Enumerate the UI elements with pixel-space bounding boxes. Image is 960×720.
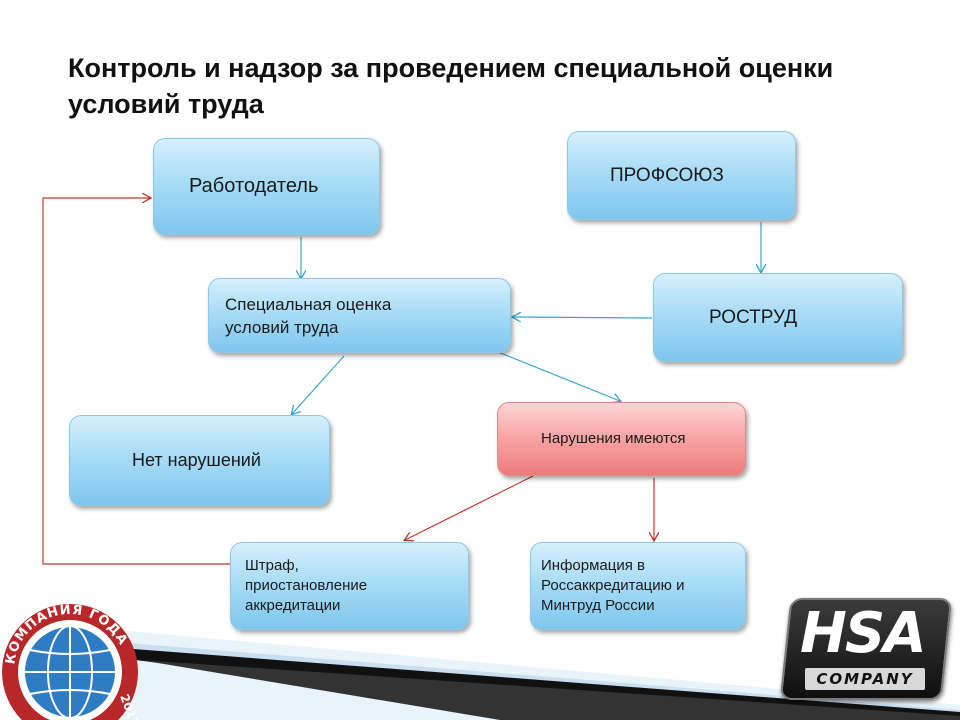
- arrow-rostrud-to-assessment: [513, 317, 653, 318]
- node-assessment-label: Специальная оценка условий труда: [225, 294, 392, 337]
- node-rostrud-label: РОСТРУД: [709, 306, 798, 328]
- node-violations-label: Нарушения имеются: [541, 430, 686, 447]
- node-union-label: ПРОФСОЮЗ: [610, 164, 724, 186]
- node-fine: Штраф, приостановление аккредитации: [230, 542, 469, 630]
- node-info: Информация в Россаккредитацию и Минтруд …: [530, 542, 746, 630]
- arrow-assessment-to-no-violations: [292, 355, 345, 414]
- node-assessment: Специальная оценка условий труда: [208, 278, 511, 353]
- arrow-assessment-to-violations: [497, 351, 620, 401]
- node-employer-label: Работодатель: [189, 175, 319, 197]
- node-employer: Работодатель: [153, 138, 380, 235]
- hsa-logo-text: HSA: [800, 601, 927, 666]
- company-of-year-seal-logo: КОМПАНИЯ ГОДА 2012: [2, 603, 140, 720]
- feedback-arrow-fine-to-employer: [42, 198, 230, 565]
- slide-title: Контроль и надзор за проведением специал…: [68, 53, 834, 119]
- node-rostrud: РОСТРУД: [653, 273, 903, 362]
- node-fine-label: Штраф, приостановление аккредитации: [245, 557, 368, 614]
- hsa-logo-subtext: COMPANY: [805, 668, 925, 690]
- node-no-violations-label: Нет нарушений: [132, 450, 261, 470]
- node-no-violations: Нет нарушений: [69, 415, 330, 506]
- arrow-violations-to-fine: [405, 475, 534, 540]
- node-info-label: Информация в Россаккредитацию и Минтруд …: [541, 557, 685, 614]
- node-violations: Нарушения имеются: [497, 402, 746, 476]
- node-union: ПРОФСОЮЗ: [567, 131, 796, 220]
